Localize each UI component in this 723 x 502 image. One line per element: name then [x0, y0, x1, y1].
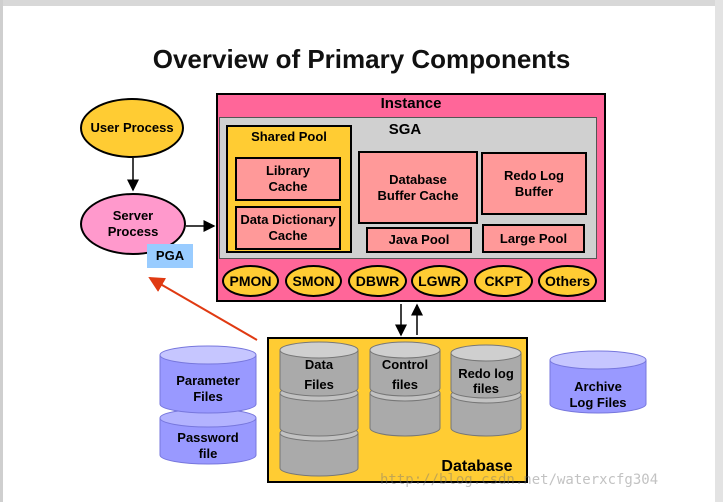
database-buffer-cache-line1: Database: [389, 171, 447, 187]
data-dictionary-cache-line2: Cache: [268, 228, 308, 243]
window-top-border: [0, 0, 723, 6]
redo-log-buffer-line1: Redo Log: [504, 167, 564, 183]
redo-log-files-line2: files: [472, 381, 499, 396]
server-process-label-line1: Server: [112, 208, 154, 223]
control-files-label: Control files: [368, 356, 442, 393]
password-file-line1: Password: [177, 430, 239, 445]
archive-log-files-line1: Archive: [574, 379, 622, 394]
archive-log-files-label: Archive Log Files: [550, 379, 646, 411]
sga-title: SGA: [388, 121, 422, 138]
library-cache-line2: Cache: [268, 179, 308, 194]
window-left-border: [0, 0, 3, 502]
control-files-line2: files: [391, 377, 418, 392]
redo-log-files-label: Redo log files: [449, 366, 523, 396]
control-files-stack: [369, 341, 441, 437]
red-arrow: [148, 276, 258, 341]
password-file-label: Password file: [160, 430, 256, 462]
data-dictionary-cache-line1: Data Dictionary: [240, 212, 336, 227]
redo-log-files-line1: Redo log: [458, 366, 514, 381]
shared-pool-label: Shared Pool: [251, 129, 327, 144]
user-process: User Process: [80, 98, 184, 158]
library-cache-line1: Library: [265, 163, 311, 178]
watermark: http://blog.csdn.net/waterxcfg304: [380, 472, 659, 488]
pga-label: PGA: [147, 244, 193, 268]
parameter-files-cylinder: [159, 345, 257, 414]
archive-log-files-cylinder: [549, 350, 647, 414]
parameter-files-line2: Files: [193, 389, 223, 404]
pmon-process: PMON: [222, 265, 279, 297]
data-files-label: Data Files: [280, 356, 358, 393]
database-buffer-cache-line2: Buffer Cache: [377, 187, 459, 203]
library-cache-box: Library Cache: [235, 157, 341, 201]
data-files-line2: Files: [304, 377, 334, 392]
redo-log-files-stack: [450, 344, 522, 437]
window-right-border: [715, 0, 723, 502]
instance-title: Instance: [380, 95, 442, 112]
password-file-cylinder: [159, 408, 257, 465]
database-buffer-cache-box: Database Buffer Cache: [358, 151, 478, 224]
ckpt-process: CKPT: [474, 265, 533, 297]
data-dictionary-cache-box: Data Dictionary Cache: [235, 206, 341, 250]
parameter-files-label: Parameter Files: [160, 373, 256, 405]
server-process-label-line2: Process: [107, 224, 159, 239]
smon-process: SMON: [285, 265, 342, 297]
control-files-line1: Control: [381, 357, 429, 372]
redo-log-buffer-line2: Buffer: [514, 183, 554, 199]
redo-log-buffer-box: Redo Log Buffer: [481, 152, 587, 215]
password-file-line2: file: [198, 446, 218, 461]
dbwr-process: DBWR: [348, 265, 407, 297]
archive-log-files-line2: Log Files: [569, 395, 627, 410]
database-label: Database: [441, 458, 513, 475]
lgwr-process: LGWR: [411, 265, 468, 297]
others-process: Others: [538, 265, 597, 297]
user-process-label: User Process: [90, 120, 174, 135]
data-files-line1: Data: [304, 357, 334, 372]
large-pool-box: Large Pool: [482, 224, 585, 253]
page-title: Overview of Primary Components: [152, 44, 571, 74]
data-files-stack: [279, 341, 359, 477]
java-pool-box: Java Pool: [366, 227, 472, 253]
parameter-files-line1: Parameter: [176, 373, 240, 388]
